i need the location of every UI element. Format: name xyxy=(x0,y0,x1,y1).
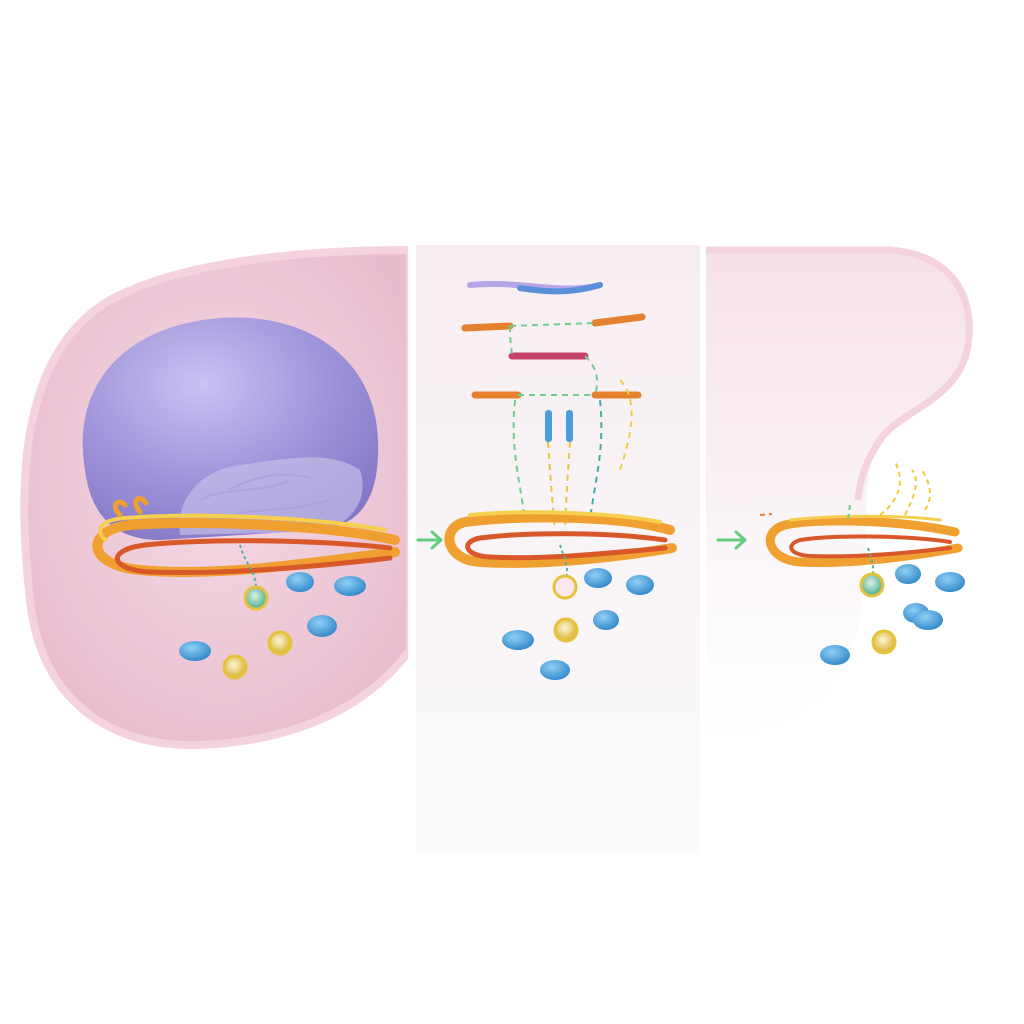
golgi-fragments xyxy=(759,461,932,521)
blue-vesicle-icon xyxy=(179,572,366,661)
panel-divider xyxy=(700,245,706,840)
blue-vesicle-icon xyxy=(820,564,965,665)
nucleus-icon xyxy=(82,317,379,540)
golgi-stack-icon xyxy=(444,510,677,568)
panel-2 xyxy=(416,245,700,855)
gold-vesicle-icon xyxy=(222,585,293,680)
cell-membrane-edge xyxy=(706,246,973,501)
tether-line xyxy=(559,544,569,581)
golgi-stack-icon xyxy=(765,514,963,568)
blue-vesicle-icon xyxy=(502,568,654,680)
green-arrow-icon xyxy=(416,530,443,550)
golgi-stack-icon xyxy=(92,496,400,578)
gold-vesicle-icon xyxy=(552,574,579,643)
gold-vesicle-icon xyxy=(859,572,897,655)
panel-1 xyxy=(20,245,414,750)
tether-line xyxy=(867,547,875,579)
green-arrow-icon xyxy=(716,530,747,550)
cell-membrane xyxy=(706,250,970,745)
panel-3 xyxy=(706,246,973,745)
protein-rod-icon xyxy=(461,280,646,442)
panel-divider xyxy=(408,245,414,840)
